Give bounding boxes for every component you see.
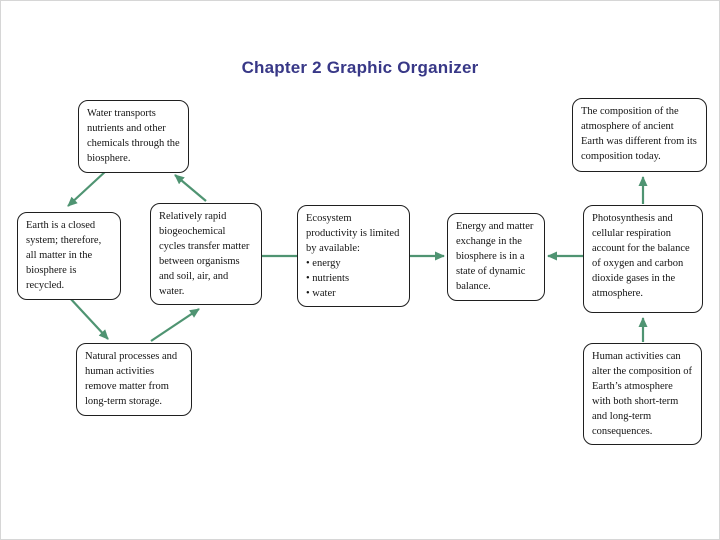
node-earth-closed-system: Earth is a closed system; therefore, all… xyxy=(17,212,121,300)
node-biogeochemical-cycles: Relatively rapid biogeochemical cycles t… xyxy=(150,203,262,306)
node-ancient-atmosphere: The composition of the atmosphere of anc… xyxy=(572,98,707,172)
node-ecosystem-productivity: Ecosystem productivity is limited by ava… xyxy=(297,205,410,308)
node-water-transport: Water transports nutrients and other che… xyxy=(78,100,189,173)
page-title: Chapter 2 Graphic Organizer xyxy=(241,58,479,77)
node-human-activities: Human activities can alter the compositi… xyxy=(583,343,702,446)
arrow-natural-to-cycles xyxy=(150,308,200,342)
arrow-cycles-to-water xyxy=(174,174,207,202)
arrow-earth-to-natural xyxy=(68,296,109,340)
node-dynamic-balance: Energy and matter exchange in the biosph… xyxy=(447,213,545,301)
node-natural-processes: Natural processes and human activities r… xyxy=(76,343,192,416)
node-photosynthesis: Photosynthesis and cellular respiration … xyxy=(583,205,703,313)
arrow-water-to-earth xyxy=(67,169,108,207)
